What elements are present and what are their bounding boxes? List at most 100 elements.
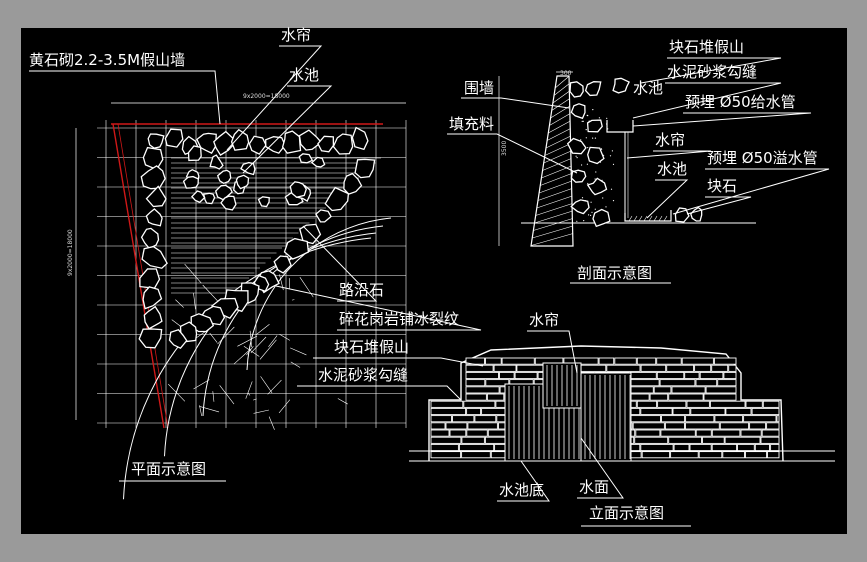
- section-wall-hatch: [535, 203, 573, 216]
- cad-drawing: [29, 45, 835, 527]
- label-sec-stone: 块石: [707, 177, 738, 195]
- elevation-stone-block: [629, 371, 657, 380]
- title-elevation: 立面示意图: [589, 504, 665, 522]
- section-fill-dot: [605, 206, 607, 208]
- plan-rock: [351, 126, 369, 151]
- elevation-stone-block: [461, 451, 491, 459]
- plan-rock: [283, 237, 310, 260]
- elevation-stone-block: [499, 371, 515, 380]
- leader-line: [497, 460, 550, 502]
- elevation-stone-block: [689, 443, 712, 452]
- section-fill-dot: [580, 139, 582, 141]
- elevation-stone-block: [660, 429, 696, 437]
- plan-rock: [281, 130, 302, 154]
- label-sec-overflow: 预埋 Ø50溢水管: [707, 149, 818, 167]
- elevation-stone-block: [598, 357, 615, 365]
- section-pool-hatch: [653, 215, 658, 222]
- elevation-stone-block: [656, 357, 682, 365]
- leader-line: [672, 168, 830, 215]
- plan-crack-line: [267, 379, 282, 395]
- elevation-stone-block: [430, 422, 446, 430]
- cad-viewport[interactable]: 黄石砌2.2-3.5M假山墙 水帘 水池 路沿石 碎花岗岩铺冰裂纹 水帘 块石堆…: [21, 28, 847, 534]
- section-rock: [612, 77, 630, 94]
- elevation-stone-block: [766, 422, 780, 430]
- section-wall-hatch: [537, 188, 573, 201]
- label-plan-wall: 黄石砌2.2-3.5M假山墙: [29, 51, 186, 69]
- section-fill-dot: [581, 197, 584, 199]
- section-fill-dot: [582, 120, 584, 122]
- section-rock: [570, 103, 586, 120]
- elevation-stone-block: [761, 429, 780, 437]
- elevation-stone-block: [493, 364, 517, 372]
- section-fill-dot: [592, 137, 594, 139]
- label-sec-fill: 填充料: [449, 115, 495, 133]
- label-elev-curtain: 水帘: [529, 311, 560, 329]
- plan-crack-line: [237, 335, 258, 347]
- plan-crack-line: [279, 333, 291, 341]
- section-fill-dot: [590, 201, 592, 203]
- elevation-stone-block: [719, 422, 750, 430]
- plan-crack-line: [193, 379, 210, 390]
- title-section: 剖面示意图: [577, 264, 653, 282]
- elevation-stone-block: [664, 422, 685, 430]
- elevation-stone-block: [661, 415, 686, 423]
- elevation-stone-block: [430, 436, 462, 444]
- elevation-stone-block: [770, 443, 780, 452]
- section-fill-dot: [581, 120, 583, 122]
- elevation-stone-block: [649, 393, 669, 401]
- label-plan-curtain: 水帘: [281, 26, 312, 44]
- elevation-stone-block: [751, 407, 780, 416]
- plan-rock-inner: [187, 145, 202, 162]
- plan-rock: [140, 165, 166, 190]
- elevation-stone-block: [714, 415, 744, 423]
- elevation-stone-block: [461, 436, 485, 444]
- elevation-stone-block: [640, 364, 667, 372]
- section-wall-hatch: [548, 120, 571, 134]
- section-wall-hatch: [554, 75, 570, 89]
- section-fill-dot: [587, 115, 589, 117]
- elevation-stone-block: [636, 357, 657, 365]
- elevation-stone-block: [452, 415, 475, 423]
- elevation-stone-block: [465, 379, 486, 387]
- plan-crack-line: [184, 263, 202, 284]
- elevation-stone-block: [659, 379, 696, 387]
- section-wall-hatch: [546, 128, 571, 141]
- elevation-stone-block: [754, 443, 770, 452]
- plan-rock: [354, 158, 376, 179]
- elevation-stone-block: [703, 393, 737, 401]
- plan-crack-line: [193, 292, 196, 310]
- elevation-stone-block: [743, 415, 777, 423]
- plan-rock: [140, 227, 160, 250]
- label-plan-curb: 路沿石: [339, 281, 385, 299]
- plan-rock: [164, 128, 184, 148]
- plan-crack-line: [260, 376, 273, 394]
- label-sec-mortar: 水泥砂浆勾缝: [667, 63, 758, 81]
- section-fill-dot: [586, 163, 589, 165]
- elevation-stone-block: [722, 451, 745, 459]
- section-wall-hatch: [536, 195, 573, 209]
- elevation-stone-block: [474, 415, 497, 423]
- plan-rock-inner: [310, 156, 326, 168]
- plan-rock: [142, 146, 164, 171]
- plan-rock: [145, 208, 163, 227]
- section-rock: [570, 169, 587, 183]
- plan-rock: [332, 133, 354, 155]
- plan-rock: [273, 255, 292, 274]
- section-fill-dot: [591, 211, 593, 213]
- section-pool-hatch: [633, 215, 638, 222]
- leader-line: [626, 150, 712, 159]
- elevation-stone-block: [745, 451, 768, 459]
- section-fill-dot: [594, 178, 596, 180]
- section-fill-dot: [575, 155, 577, 157]
- section-wall-hatch: [532, 225, 573, 239]
- elevation-stone-block: [686, 400, 710, 408]
- elevation-stone-block: [711, 364, 729, 372]
- plan-rock: [230, 128, 250, 151]
- section-rock: [569, 81, 584, 98]
- label-elev-rock: 块石堆假山: [334, 338, 410, 356]
- plan-rock: [141, 245, 168, 269]
- label-elev-mortar: 水泥砂浆勾缝: [318, 366, 409, 384]
- section-wall-hatch: [542, 158, 572, 171]
- section-fill-dot: [610, 188, 613, 190]
- elevation-stone-block: [767, 451, 780, 459]
